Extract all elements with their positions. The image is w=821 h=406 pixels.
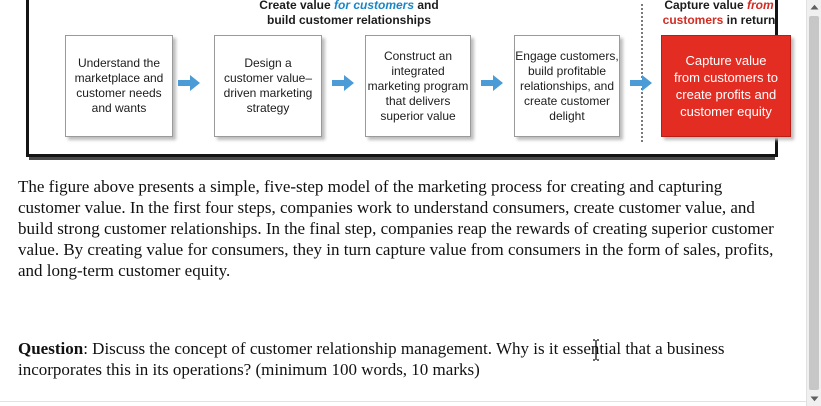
- scroll-up-arrow-icon: [810, 4, 819, 10]
- header-left-text-1: Create value: [259, 0, 334, 12]
- step-5-line: Capture value: [685, 53, 767, 68]
- step-design-strategy: Design a customer value– driven marketin…: [214, 35, 322, 137]
- step-2-line: Design a: [244, 56, 292, 70]
- capture-divider: [641, 4, 643, 142]
- question-text: Question: Discuss the concept of custome…: [18, 338, 786, 380]
- step-4-line: relationships, and: [519, 78, 615, 93]
- right-arrow-icon: [332, 75, 354, 91]
- header-right-emphasis-2: customers: [662, 13, 724, 27]
- step-2-line: driven marketing: [223, 86, 313, 100]
- question-body: : Discuss the concept of customer relati…: [18, 339, 725, 379]
- step-construct-program: Construct an integrated marketing progra…: [365, 35, 471, 137]
- scroll-down-button[interactable]: [807, 392, 821, 406]
- step-3-line: that delivers: [385, 93, 451, 108]
- header-left-line-2: build customer relationships: [266, 13, 432, 27]
- step-5-line: create profits and: [675, 87, 777, 102]
- step-capture-value: Capture value from customers to create p…: [661, 35, 791, 137]
- step-1-line: Understand the: [77, 56, 161, 70]
- step-understand-marketplace: Understand the marketplace and customer …: [65, 35, 173, 137]
- header-left-text-2: and: [414, 0, 439, 12]
- marketing-process-figure: Create value for customers and build cus…: [26, 0, 791, 157]
- figure-header-create-value: Create value for customers and build cus…: [229, 0, 469, 28]
- scroll-up-button[interactable]: [807, 0, 821, 14]
- step-2-line: customer value–: [223, 71, 313, 85]
- figure-header-capture-value: Capture value from customers in return: [654, 0, 784, 28]
- step-4-line: create customer: [523, 93, 611, 108]
- step-4-line: build profitable: [527, 63, 607, 78]
- text-cursor-icon: [593, 339, 599, 361]
- step-5-line: from customers to: [673, 70, 779, 85]
- step-4-line: delight: [549, 108, 585, 123]
- step-1-line: marketplace and: [74, 71, 164, 85]
- step-1-line: customer needs: [76, 86, 162, 100]
- step-3-line: marketing program: [367, 78, 469, 93]
- page-divider: [0, 401, 806, 402]
- scrollbar-thumb[interactable]: [809, 16, 819, 390]
- step-3-line: superior value: [380, 108, 456, 123]
- description-paragraph: The figure above presents a simple, five…: [18, 177, 774, 280]
- step-1-line: and wants: [91, 101, 147, 115]
- step-5-line: customer equity: [680, 104, 772, 119]
- step-engage-customers: Engage customers, build profitable relat…: [514, 35, 620, 137]
- step-4-line: Engage customers,: [515, 48, 619, 63]
- vertical-scrollbar[interactable]: [806, 0, 821, 406]
- header-right-text-1: Capture value: [664, 0, 748, 12]
- header-left-emphasis: for customers: [334, 0, 415, 12]
- right-arrow-icon: [481, 75, 503, 91]
- step-2-line: strategy: [246, 101, 290, 115]
- right-arrow-icon: [178, 75, 200, 91]
- header-right-text-2: in return: [723, 13, 776, 27]
- right-arrow-icon: [630, 75, 652, 91]
- question-label: Question: [18, 339, 84, 358]
- step-3-line: Construct an: [383, 48, 453, 63]
- step-3-line: integrated: [391, 63, 445, 78]
- scroll-down-arrow-icon: [810, 396, 819, 402]
- header-right-emphasis: from: [747, 0, 774, 12]
